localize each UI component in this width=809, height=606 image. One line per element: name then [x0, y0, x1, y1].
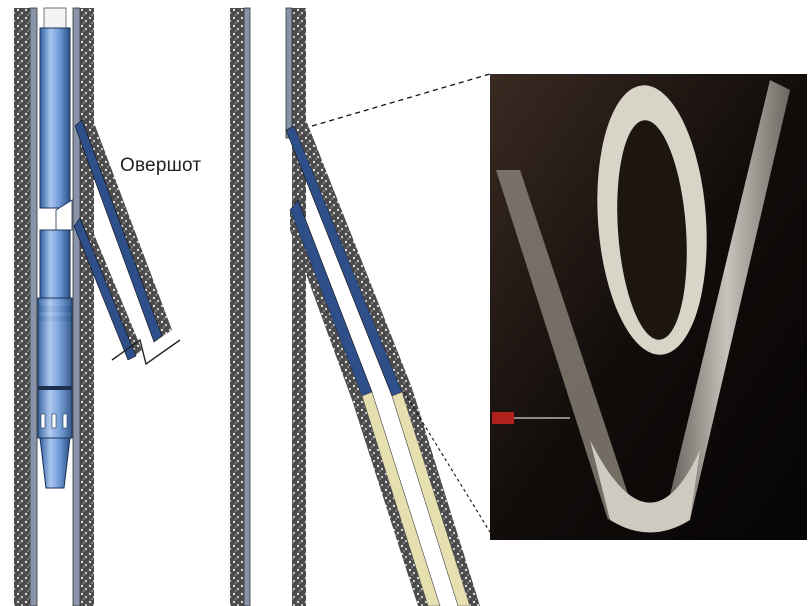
left-wall-rock: [14, 8, 30, 606]
left-borehole: [14, 8, 180, 606]
mid-wall-left: [230, 8, 244, 606]
overshot-tool-upper: [40, 28, 70, 208]
tool-slot-1: [41, 414, 45, 428]
overshot-label: Овершот: [120, 155, 201, 177]
left-casing: [30, 8, 37, 606]
overshot-tool-mid: [40, 230, 70, 300]
tool-tip: [40, 438, 70, 488]
left-casing-right: [73, 8, 80, 606]
leader-line-top: [312, 74, 490, 126]
middle-borehole: [230, 8, 490, 606]
photo-inset: [490, 74, 807, 540]
mid-casing-left: [244, 8, 250, 606]
mid-wall-right: [292, 8, 306, 606]
photo-red-marker: [492, 412, 514, 424]
mid-casing-right: [286, 8, 292, 138]
tool-slot-3: [63, 414, 67, 428]
left-wall-rock-right: [80, 8, 94, 606]
drill-pipe: [44, 8, 66, 30]
tool-band: [38, 386, 72, 390]
tool-slot-2: [52, 414, 56, 428]
